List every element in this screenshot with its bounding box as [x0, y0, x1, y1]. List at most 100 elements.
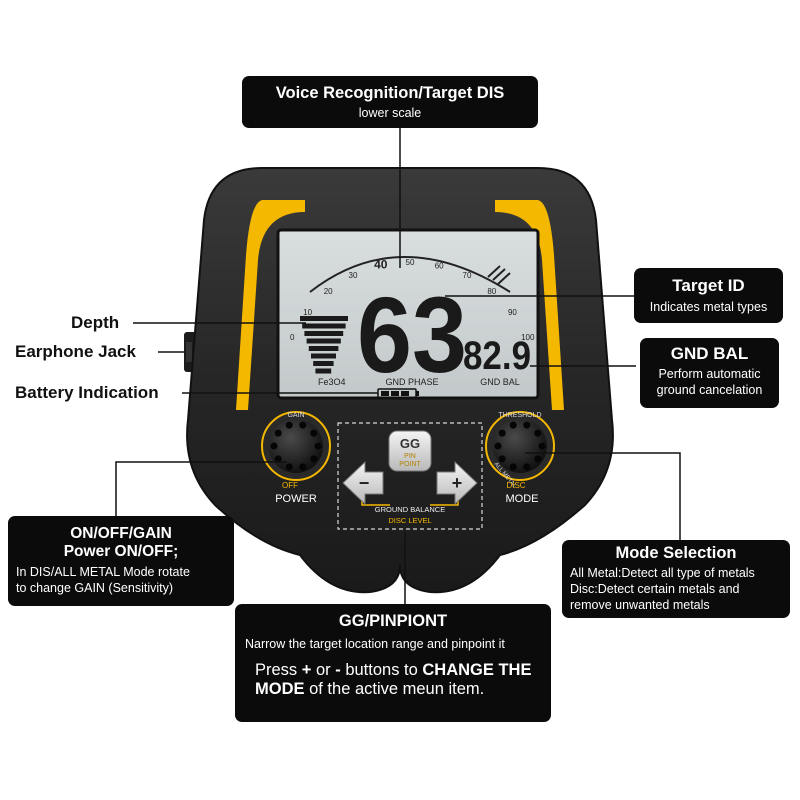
depth-bar	[313, 361, 334, 366]
gnd-bal-number: 82.9	[463, 334, 531, 378]
rest-text: of the active meun item.	[304, 680, 485, 698]
knob-grip	[534, 455, 542, 463]
gain-label: GAIN	[287, 412, 304, 419]
change-mode-text: CHANGE THE MODE	[255, 661, 532, 698]
gnd-bal-line1: Perform automatic	[658, 367, 761, 381]
minus-text: -	[335, 661, 341, 679]
scale-number: 70	[463, 271, 472, 280]
power-on-off-title: Power ON/OFF;	[63, 543, 179, 560]
plus-text: +	[301, 661, 312, 679]
mode-selection-title: Mode Selection	[615, 544, 737, 562]
on-off-gain-title: ON/OFF/GAIN	[70, 525, 172, 542]
knob-grip	[534, 429, 542, 437]
knob-grip	[523, 463, 531, 471]
gg-label: GG	[400, 436, 420, 451]
depth-bar	[300, 316, 348, 321]
power-label: POWER	[275, 493, 317, 505]
gg-pinpoint-button[interactable]	[388, 430, 432, 472]
mode-selection-line2: Disc:Detect certain metals and	[570, 582, 740, 596]
minus-icon: −	[359, 473, 370, 493]
depth-bar	[308, 346, 339, 351]
mode-selection-callout: Mode Selection All Metal:Detect all type…	[562, 540, 790, 618]
depth-bar	[315, 368, 332, 374]
target-id-title: Target ID	[672, 276, 745, 295]
mode-label: MODE	[506, 493, 539, 505]
gg-pinpoint-instructions: Press + or - buttons to CHANGE THE MODE …	[245, 661, 537, 699]
threshold-label: THRESHOLD	[498, 412, 541, 419]
scale-arc	[309, 256, 511, 293]
knob-grip	[509, 463, 517, 471]
battery-indication-label: Battery Indication	[15, 383, 159, 402]
voice-recognition-callout: Voice Recognition/Target DIS lower scale	[242, 76, 538, 128]
scale-numbers: 0 10 20 30 40 50 60 70 80 90 100	[290, 257, 535, 342]
on-off-gain-callout: ON/OFF/GAIN Power ON/OFF; In DIS/ALL MET…	[8, 516, 234, 606]
on-off-gain-line2: to change GAIN (Sensitivity)	[16, 581, 174, 595]
depth-bar	[311, 353, 336, 359]
target-id-number: 63	[357, 274, 467, 395]
knob-grip	[274, 455, 282, 463]
mode-selection-line3: remove unwanted metals	[570, 598, 710, 612]
left-accent-stripe	[236, 200, 305, 410]
voice-recognition-title: Voice Recognition/Target DIS	[275, 84, 505, 102]
scale-number: 30	[349, 271, 358, 280]
on-off-gain-line1: In DIS/ALL METAL Mode rotate	[16, 565, 190, 579]
target-id-callout: Target ID Indicates metal types	[634, 268, 783, 323]
gnd-phase-label: GND PHASE	[385, 377, 438, 387]
mode-knob[interactable]	[485, 411, 555, 481]
right-accent-stripe	[495, 200, 564, 410]
gnd-bal-title: GND BAL	[670, 344, 749, 363]
knob-grip	[310, 455, 318, 463]
point-label: POINT	[399, 461, 421, 468]
disc-label: DISC	[506, 481, 525, 490]
scale-number: 20	[324, 287, 333, 296]
pin-label: PIN	[404, 453, 416, 460]
scale-hatch	[487, 265, 511, 285]
scale-number: 50	[406, 258, 415, 267]
gain-knob[interactable]	[261, 411, 331, 481]
knob-grip	[494, 442, 502, 450]
gg-pinpoint-title: GG/PINPIONT	[338, 612, 448, 630]
or-text: or	[311, 661, 336, 679]
scale-number: 90	[508, 308, 517, 317]
knob-grip	[498, 429, 506, 437]
depth-bars	[300, 316, 348, 374]
knob-grip	[314, 442, 322, 450]
buttons-to-text: buttons to	[340, 661, 423, 679]
gnd-bal-line2: ground cancelation	[656, 383, 763, 397]
leader-lines	[115, 126, 681, 604]
knob-grip	[285, 463, 293, 471]
depth-bar	[306, 338, 341, 344]
press-text: Press	[255, 661, 302, 679]
plus-icon: +	[452, 473, 463, 493]
depth-label: Depth	[71, 313, 120, 332]
plus-button[interactable]	[436, 460, 478, 506]
knob-grip	[509, 421, 517, 429]
scale-number: 80	[487, 287, 496, 296]
depth-bar	[304, 331, 344, 336]
gg-pinpoint-callout: GG/PINPIONT Narrow the target location r…	[235, 604, 551, 722]
button-panel-outline	[337, 422, 483, 530]
scale-number: 100	[521, 333, 535, 342]
scale-number: 0	[290, 333, 295, 342]
fe-label: Fe3O4	[318, 377, 346, 387]
depth-bar	[302, 323, 346, 329]
minus-button[interactable]	[342, 460, 384, 506]
earphone-jack-label: Earphone Jack	[15, 342, 136, 361]
knob-grip	[299, 421, 307, 429]
ground-balance-label: GROUND BALANCE	[375, 505, 445, 514]
scale-number: 10	[303, 308, 312, 317]
off-label: OFF	[282, 481, 298, 490]
target-id-subtitle: Indicates metal types	[649, 300, 768, 314]
knob-grip	[270, 442, 278, 450]
scale-number: 40	[374, 257, 388, 271]
voice-recognition-subtitle: lower scale	[358, 106, 422, 120]
gg-pinpoint-subtitle: Narrow the target location range and pin…	[245, 637, 505, 651]
scale-number: 60	[435, 261, 444, 270]
knob-grip	[310, 429, 318, 437]
knob-grip	[538, 442, 546, 450]
gnd-bal-label: GND BAL	[480, 377, 520, 387]
knob-grip	[523, 421, 531, 429]
knob-grip	[285, 421, 293, 429]
knob-grip	[498, 455, 506, 463]
